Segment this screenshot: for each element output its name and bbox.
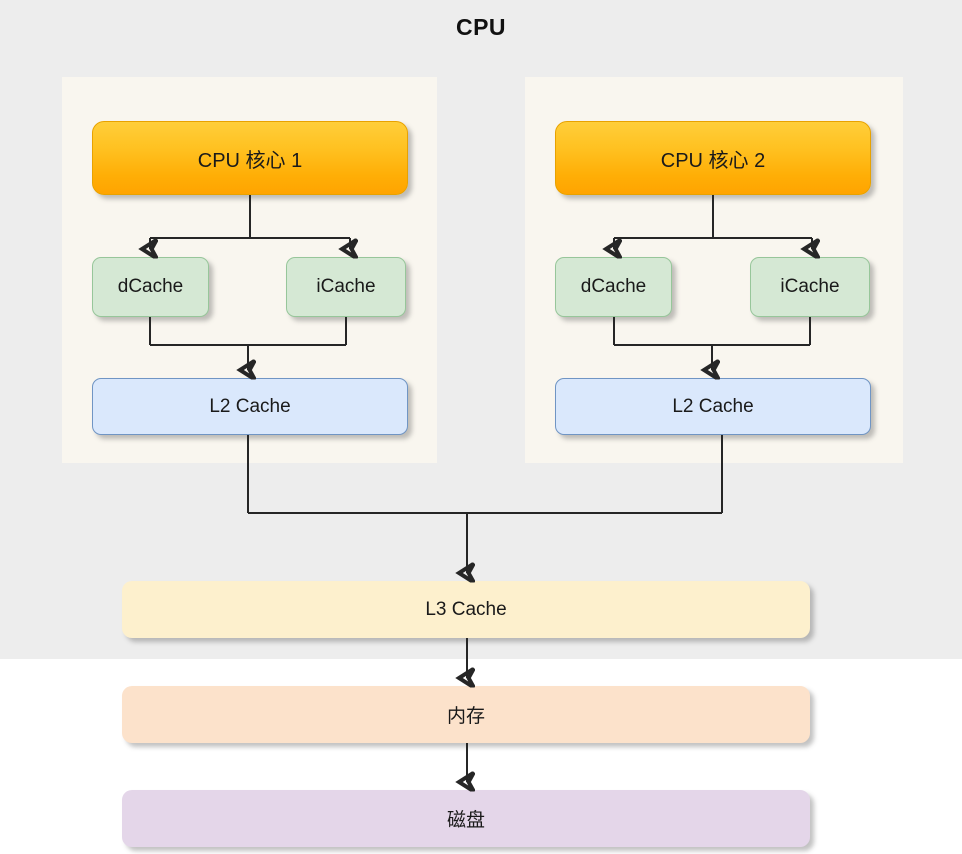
node-cpu-core-2[interactable]: CPU 核心 2 [555,121,871,195]
node-core1-icache[interactable]: iCache [286,257,406,317]
node-core2-icache[interactable]: iCache [750,257,870,317]
node-cpu-core-1[interactable]: CPU 核心 1 [92,121,408,195]
node-core2-l2-cache[interactable]: L2 Cache [555,378,871,435]
node-disk[interactable]: 磁盘 [122,790,810,847]
node-core2-dcache[interactable]: dCache [555,257,672,317]
node-core1-l2-cache[interactable]: L2 Cache [92,378,408,435]
node-l3-cache[interactable]: L3 Cache [122,581,810,638]
node-core1-dcache[interactable]: dCache [92,257,209,317]
node-memory[interactable]: 内存 [122,686,810,743]
page-title: CPU [455,14,507,40]
